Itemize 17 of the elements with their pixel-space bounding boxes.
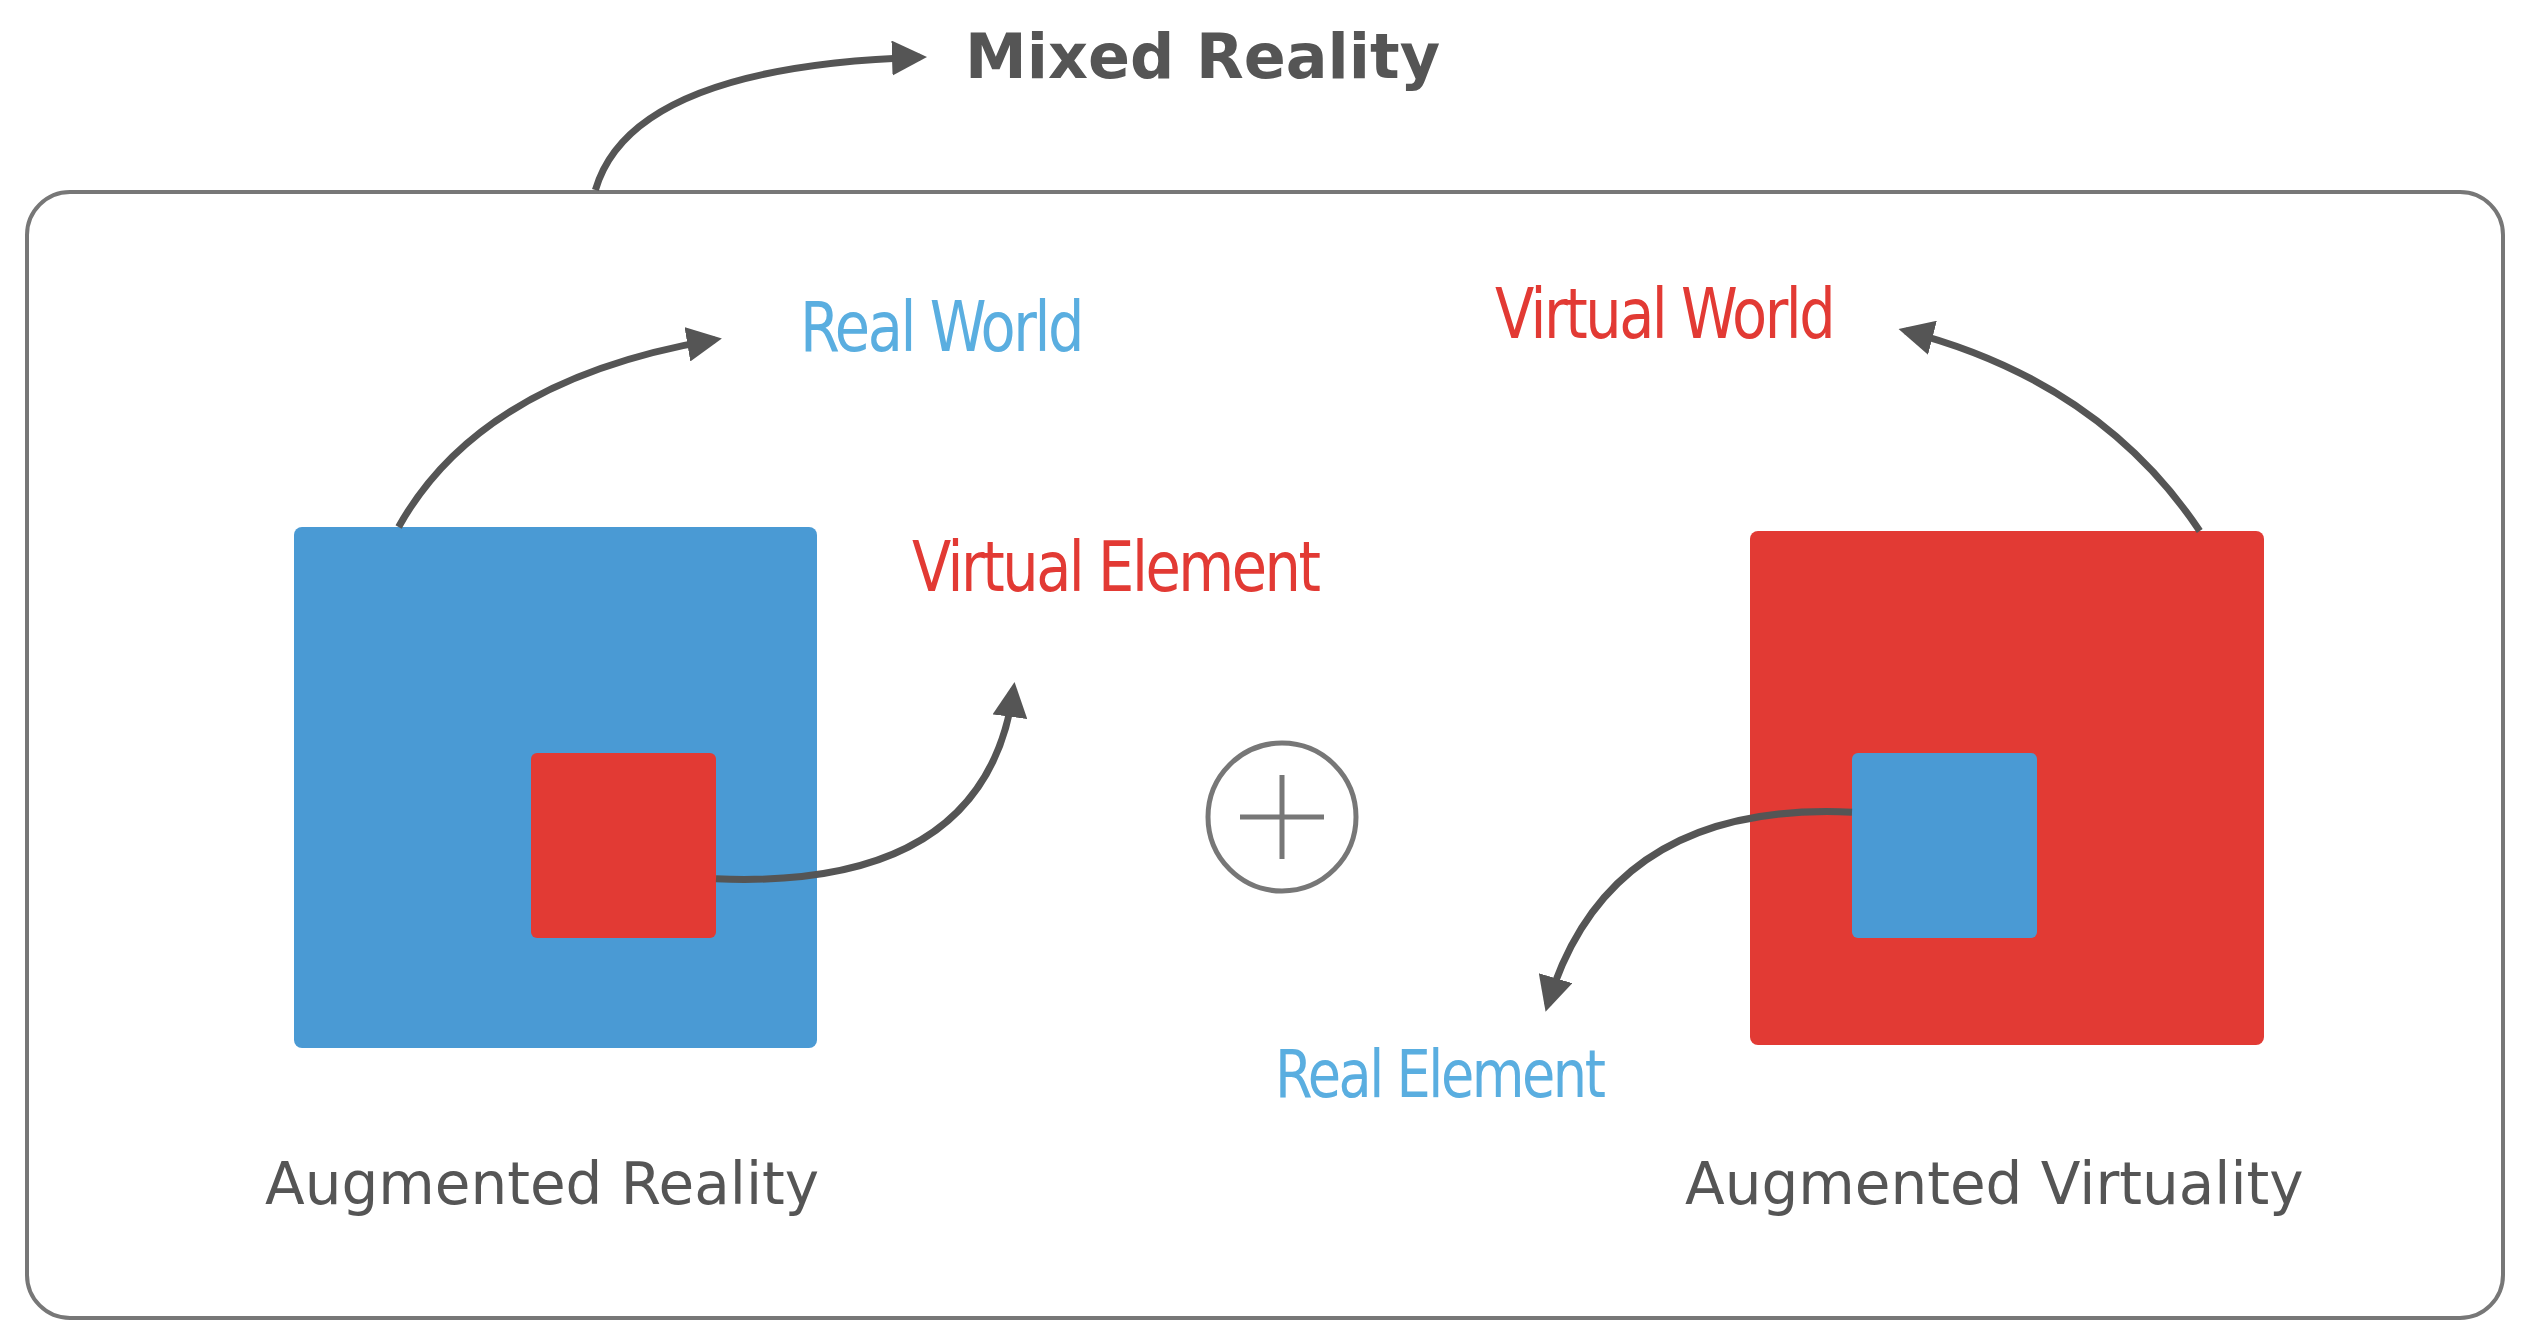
frame-box: [25, 190, 2505, 1320]
annotation-text: Virtual Element: [912, 525, 1319, 609]
curved-arrow: [1898, 321, 2203, 534]
annotation-text: Real Element: [1275, 1035, 1604, 1115]
caption-text: Augmented Virtuality: [1685, 1150, 2304, 1220]
square: [294, 527, 817, 1048]
annotation-text: Virtual World: [1495, 272, 1834, 356]
curved-arrow: [715, 682, 1026, 883]
curved-arrow: [395, 327, 722, 529]
heading-text: Mixed Reality: [965, 20, 1441, 95]
caption-text: Augmented Reality: [265, 1150, 820, 1220]
curved-arrow: [592, 41, 927, 192]
square: [1750, 531, 2264, 1045]
inner-square: [1852, 753, 2037, 938]
curved-arrow: [1540, 808, 1853, 1012]
annotation-text: Real World: [800, 285, 1082, 369]
inner-square: [531, 753, 716, 938]
